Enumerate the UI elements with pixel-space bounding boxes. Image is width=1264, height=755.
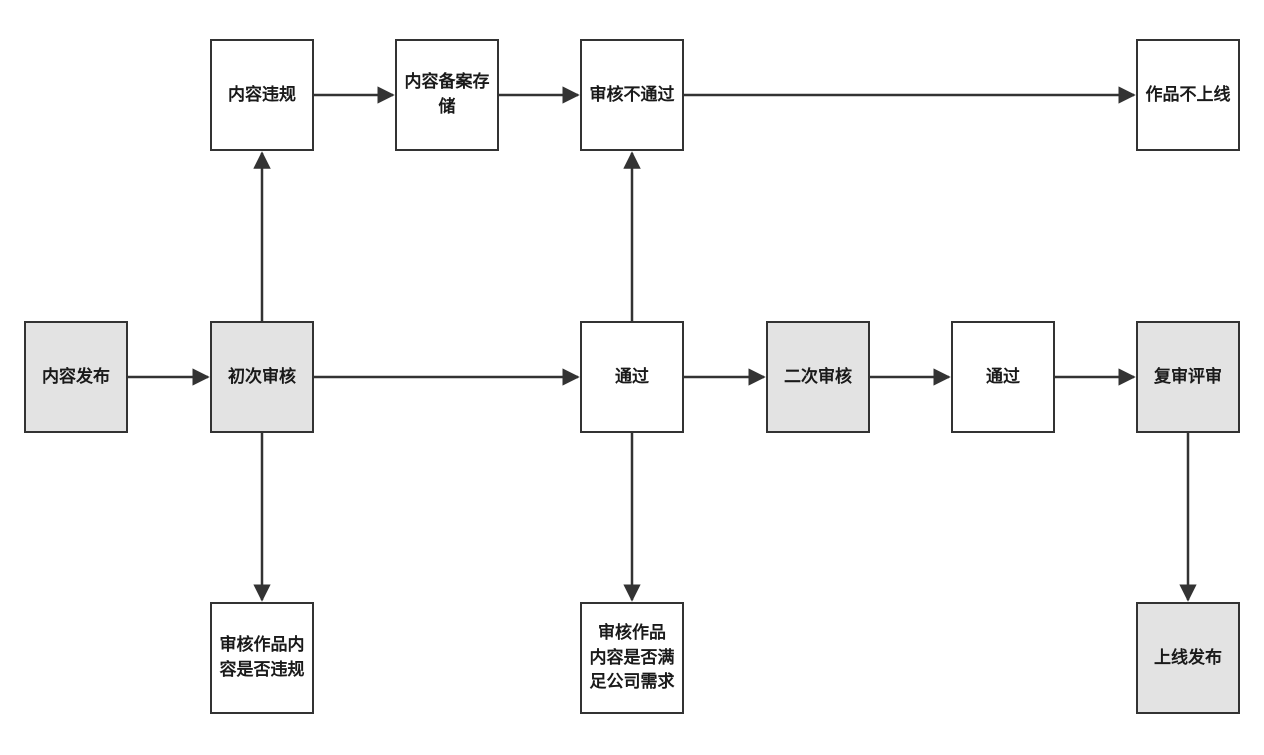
node-work-not-online: 作品不上线 [1136,39,1240,151]
node-review-fail-label: 审核不通过 [589,84,675,105]
node-re-review-label: 复审评审 [1154,366,1222,387]
node-content-publish: 内容发布 [24,321,128,433]
node-go-live-label: 上线发布 [1154,647,1222,668]
node-re-review: 复审评审 [1136,321,1240,433]
node-review-fail: 审核不通过 [580,39,684,151]
node-review-meets-requirements-label: 审核作品 内容是否满 足公司需求 [589,623,675,693]
node-pass-2-label: 通过 [986,366,1020,387]
node-content-violation: 内容违规 [210,39,314,151]
node-review-content-violation-label: 审核作品内 容是否违规 [219,635,305,680]
node-work-not-online-label: 作品不上线 [1145,84,1231,105]
node-pass-2: 通过 [951,321,1055,433]
node-initial-review-label: 初次审核 [228,366,296,387]
node-content-archive-label: 内容备案存 储 [404,72,490,117]
node-content-publish-label: 内容发布 [42,366,110,387]
node-pass-1-label: 通过 [615,366,649,387]
node-initial-review: 初次审核 [210,321,314,433]
node-second-review-label: 二次审核 [784,366,852,387]
node-second-review: 二次审核 [766,321,870,433]
node-content-violation-label: 内容违规 [228,84,296,105]
node-go-live: 上线发布 [1136,602,1240,714]
node-pass-1: 通过 [580,321,684,433]
node-content-archive: 内容备案存 储 [395,39,499,151]
node-review-meets-requirements: 审核作品 内容是否满 足公司需求 [580,602,684,714]
node-review-content-violation: 审核作品内 容是否违规 [210,602,314,714]
